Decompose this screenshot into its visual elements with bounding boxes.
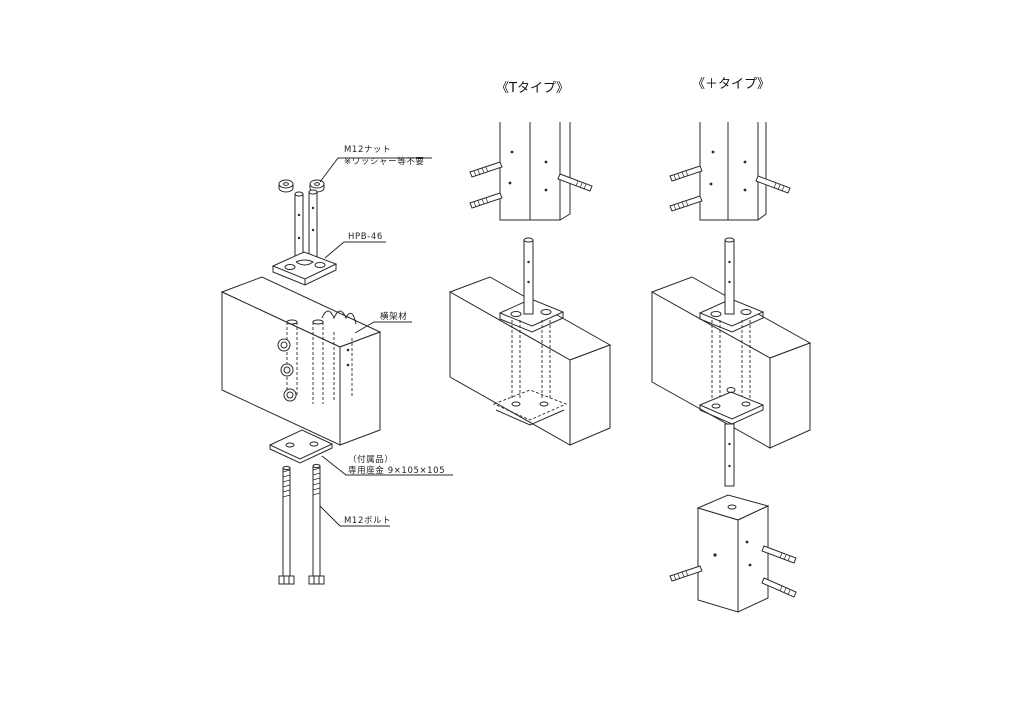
- leader-beam: [354, 321, 412, 334]
- hpb-46-hardware: [698, 237, 765, 398]
- label-beam: 横架材: [380, 311, 407, 322]
- hpb-46-hardware: [271, 189, 338, 286]
- exploded-assembly: M12ナット ※ワッシャー等不要 HPB-46 横架材 （付属品） 専用座金 9…: [220, 145, 453, 585]
- beam-side-hole: [277, 338, 291, 352]
- label-washer-accessory: （付属品）: [348, 454, 394, 465]
- lower-post: [669, 494, 797, 613]
- m12-nut: [278, 179, 294, 193]
- special-washer: [492, 389, 568, 426]
- title-t-type: 《Tタイプ》: [496, 81, 569, 96]
- hpb-46-hardware: [498, 237, 565, 400]
- beam-side-hole: [280, 363, 294, 377]
- label-bolt: M12ボルト: [344, 516, 391, 526]
- label-nut-note: ※ワッシャー等不要: [344, 156, 425, 167]
- leader-nut: [319, 157, 432, 183]
- label-hpb: HPB-46: [348, 232, 383, 242]
- label-nut: M12ナット: [344, 145, 391, 155]
- title-cross-type: 《＋タイプ》: [692, 77, 770, 92]
- label-washer: 専用座金 9×105×105: [348, 465, 445, 476]
- m12-bolt: [278, 465, 295, 585]
- beam: [220, 276, 382, 446]
- hpb-46-hardware-lower: [698, 387, 765, 487]
- beam-side-hole: [283, 388, 297, 402]
- cross-type-assembly: [650, 122, 812, 613]
- m12-bolt: [308, 463, 325, 585]
- post: [469, 122, 593, 221]
- post: [669, 122, 791, 221]
- t-type-assembly: [448, 122, 612, 446]
- leader-washer: [321, 455, 453, 476]
- leader-bolt: [319, 505, 390, 527]
- special-washer: [268, 429, 334, 464]
- leader-hpb: [324, 241, 386, 259]
